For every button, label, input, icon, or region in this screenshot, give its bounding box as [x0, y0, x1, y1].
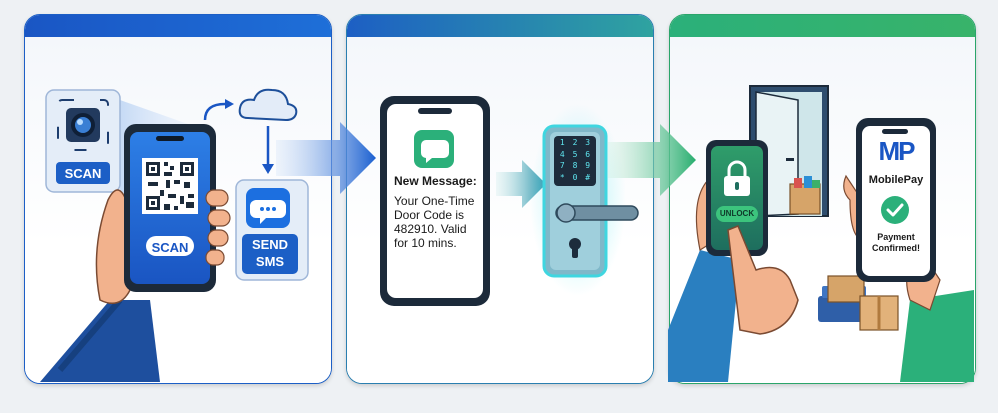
flow-arrow-to-cloud — [203, 102, 226, 121]
checkmark-icon — [881, 196, 909, 224]
keypad-key[interactable]: 9 — [585, 161, 591, 170]
phone-unlock — [706, 140, 768, 256]
cloud-icon — [238, 88, 298, 122]
send-sms-card — [235, 179, 309, 281]
phone-mobilepay — [856, 118, 936, 282]
door-handle — [555, 205, 639, 221]
stacked-packages — [818, 275, 899, 331]
keypad-key[interactable]: 5 — [572, 149, 578, 159]
padlock-icon — [724, 160, 750, 196]
keypad-key[interactable]: 2 — [572, 138, 578, 147]
message-title: New Message: — [394, 174, 477, 188]
keypad-key[interactable]: 8 — [572, 161, 578, 170]
phone-message — [380, 96, 490, 306]
phone-scan — [124, 124, 216, 292]
panel-header-bar — [347, 15, 653, 37]
pointing-hand — [727, 225, 799, 335]
panel-header-bar — [25, 15, 331, 37]
keyhole-icon — [569, 238, 581, 250]
keypad-key[interactable]: 3 — [585, 138, 591, 147]
keypad-key[interactable]: 7 — [559, 161, 565, 170]
smart-door-lock — [530, 104, 639, 296]
unlock-button[interactable]: UNLOCK — [719, 209, 755, 218]
chat-bubble-icon — [421, 140, 449, 163]
hand-fingers — [205, 189, 231, 266]
keypad-key[interactable]: 6 — [585, 149, 591, 159]
keypad-key[interactable]: 4 — [559, 149, 565, 159]
camera-scan-card — [45, 89, 121, 193]
flow-arrow-step2-to-step3 — [608, 124, 696, 196]
panel-header-bar — [670, 15, 975, 37]
mobilepay-brand: MobilePay — [868, 174, 924, 186]
payment-status-line1: Payment — [877, 232, 915, 242]
send-sms-label-line1: SEND — [251, 237, 289, 252]
parcel-box — [789, 183, 821, 215]
keypad-key[interactable]: 0 — [572, 172, 578, 182]
mobilepay-logo: MP — [878, 136, 916, 166]
message-body-line3: 482910. Valid — [394, 222, 467, 236]
qr-code — [142, 158, 198, 214]
keypad-key[interactable]: * — [559, 172, 565, 182]
payment-status-line2: Confirmed! — [872, 243, 920, 253]
flow-arrow-step1-to-step2 — [276, 122, 376, 194]
message-body-line1: Your One-Time — [394, 194, 475, 208]
message-body-line2: Door Code is — [394, 208, 465, 222]
hand-holding-phone — [40, 189, 160, 382]
keypad — [554, 136, 596, 186]
chat-bubble-icon — [250, 200, 286, 224]
keypad-key[interactable]: 1 — [559, 138, 565, 147]
keypad-key[interactable]: # — [585, 172, 591, 182]
camera-scan-label: SCAN — [64, 166, 102, 181]
keypad-grid: 1 2 3 4 5 6 7 8 9 * 0 # — [556, 138, 594, 184]
send-sms-label-line2: SMS — [255, 254, 285, 269]
message-body-line4: for 10 mins. — [394, 236, 457, 250]
scan-button[interactable]: SCAN — [151, 240, 189, 255]
